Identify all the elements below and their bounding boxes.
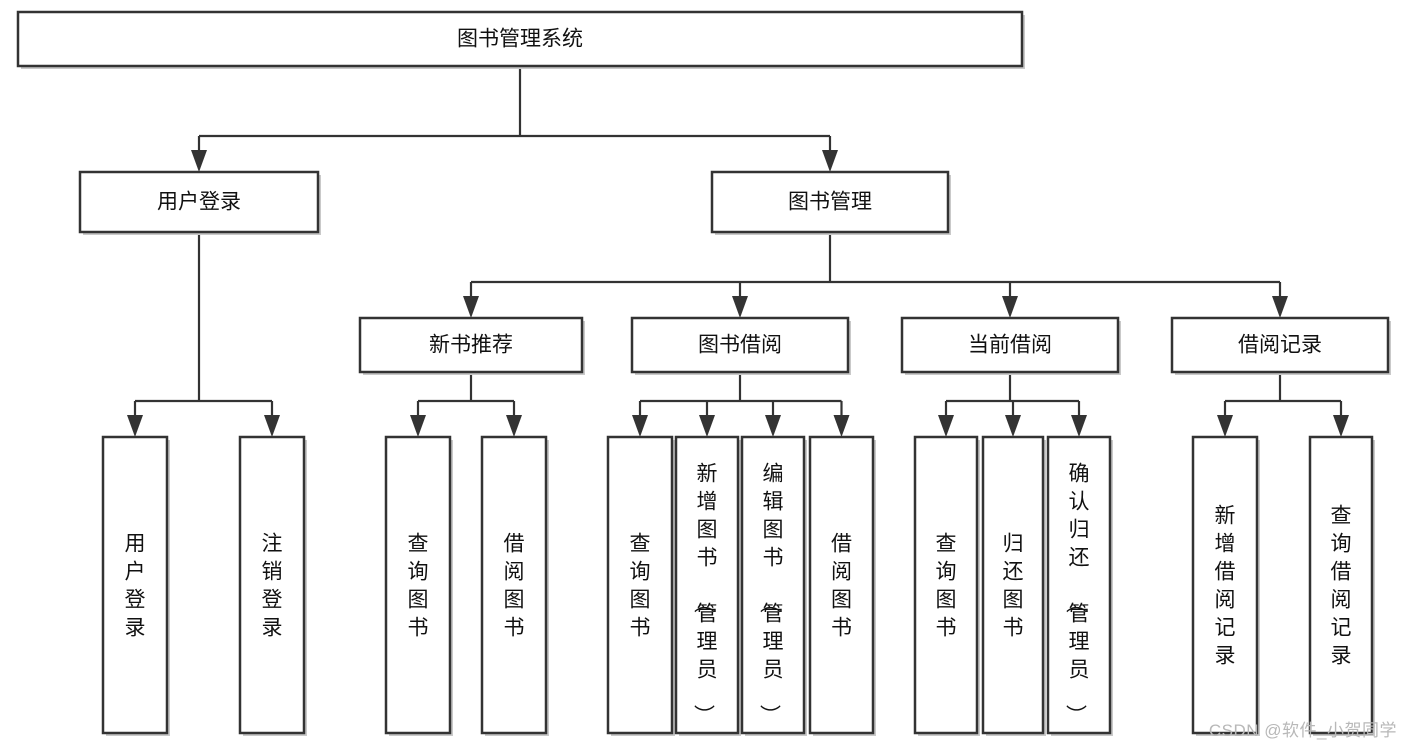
- node-leaf-user-login[interactable]: 用户登录: [101, 435, 170, 736]
- node-leaf-query-book-2[interactable]: 查询图书: [606, 435, 675, 736]
- node-leaf-query-record[interactable]: 查询借阅记录: [1308, 435, 1375, 736]
- node-book-manage[interactable]: 图书管理: [710, 170, 951, 235]
- node-label: 用户登录: [157, 191, 241, 214]
- node-leaf-logout[interactable]: 注销登录: [238, 435, 307, 736]
- node-label-vertical: 确认归还（管理员）: [1064, 462, 1090, 725]
- node-label-vertical: 查询借阅记录: [1331, 504, 1352, 667]
- node-leaf-add-record[interactable]: 新增借阅记录: [1191, 435, 1260, 736]
- node-leaf-borrow-book-2[interactable]: 借阅图书: [808, 435, 876, 736]
- node-layer: 图书管理系统用户登录图书管理新书推荐图书借阅当前借阅借阅记录用户登录注销登录查询…: [16, 10, 1391, 736]
- node-leaf-query-book-1[interactable]: 查询图书: [384, 435, 453, 736]
- node-label-vertical: 借阅图书: [831, 532, 852, 639]
- node-label-vertical: 编辑图书（管理员）: [758, 462, 784, 725]
- node-label-vertical: 新增借阅记录: [1215, 504, 1236, 667]
- edge-layer: [127, 66, 1349, 437]
- node-label-vertical: 查询图书: [630, 532, 651, 639]
- node-leaf-query-book-3[interactable]: 查询图书: [913, 435, 980, 736]
- node-label: 图书借阅: [698, 334, 782, 357]
- node-root[interactable]: 图书管理系统: [16, 10, 1025, 69]
- node-leaf-edit-book[interactable]: 编辑图书（管理员）: [740, 435, 807, 736]
- node-leaf-add-book[interactable]: 新增图书（管理员）: [674, 435, 741, 736]
- node-label: 当前借阅: [968, 334, 1052, 357]
- watermark-text: CSDN @软件_小贺同学: [1208, 721, 1397, 740]
- node-label: 新书推荐: [429, 334, 513, 357]
- node-new-book-recommend[interactable]: 新书推荐: [358, 316, 585, 375]
- node-current-borrow[interactable]: 当前借阅: [900, 316, 1121, 375]
- node-leaf-borrow-book-1[interactable]: 借阅图书: [480, 435, 549, 736]
- node-label-vertical: 归还图书: [1003, 532, 1024, 639]
- node-label: 图书管理系统: [457, 28, 583, 51]
- node-book-borrow[interactable]: 图书借阅: [630, 316, 851, 375]
- node-label-vertical: 查询图书: [408, 532, 429, 639]
- node-label-vertical: 注销登录: [262, 532, 283, 639]
- node-label: 借阅记录: [1238, 334, 1322, 357]
- node-label-vertical: 新增图书（管理员）: [692, 462, 718, 725]
- node-leaf-confirm-return[interactable]: 确认归还（管理员）: [1046, 435, 1113, 736]
- node-borrow-record[interactable]: 借阅记录: [1170, 316, 1391, 375]
- node-label-vertical: 用户登录: [125, 532, 146, 639]
- node-leaf-return-book[interactable]: 归还图书: [981, 435, 1046, 736]
- node-label: 图书管理: [788, 191, 872, 214]
- node-user-login[interactable]: 用户登录: [78, 170, 321, 235]
- node-label-vertical: 查询图书: [936, 532, 957, 639]
- node-label-vertical: 借阅图书: [504, 532, 525, 639]
